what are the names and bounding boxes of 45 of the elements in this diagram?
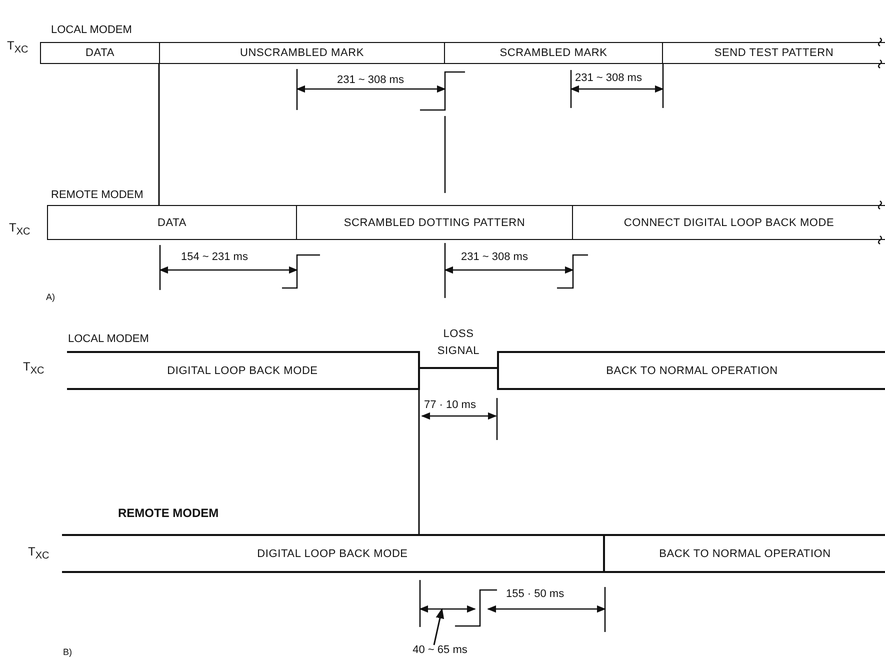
label: 77 · 10 ms [423, 399, 477, 411]
segment-label: DATA [86, 47, 114, 59]
timing-segment [573, 205, 885, 240]
segment-label: UNSCRAMBLED MARK [240, 47, 364, 59]
timing-segment [297, 205, 573, 240]
segment-label: DIGITAL LOOP BACK MODE [167, 364, 318, 376]
label: REMOTE MODEM [50, 189, 144, 201]
timing-segment [47, 205, 297, 240]
label: T$_{XC}$ [6, 38, 30, 56]
label: T$_{XC}$ [27, 544, 50, 562]
label: 231 ~ 308 ms [336, 74, 405, 86]
label: B) [62, 647, 73, 657]
timing-segment [420, 326, 497, 369]
label: REMOTE MODEM [117, 506, 220, 520]
label: LOCAL MODEM [50, 24, 133, 36]
timing-label: 40 ~ 65 ms [412, 644, 468, 656]
label: T$_{XC}$ [8, 220, 32, 238]
label: 231 ~ 308 ms [574, 72, 643, 84]
label: 154 ~ 231 ms [180, 251, 249, 263]
dimension-line [419, 605, 476, 613]
timing-segment [445, 42, 663, 64]
segment-label: BACK TO NORMAL OPERATION [606, 364, 778, 376]
segment-label: SCRAMBLED MARK [500, 47, 608, 59]
label: LOCAL MODEM [67, 333, 150, 345]
label: 155 · 50 ms [505, 588, 566, 600]
timing-segment [663, 42, 885, 64]
timing-link-line [418, 390, 420, 534]
timing-segment [160, 42, 445, 64]
label: T$_{XC}$ [22, 359, 46, 377]
label: 231 ~ 308 ms [460, 251, 529, 263]
timing-link-line [158, 64, 160, 205]
segment-label: DIGITAL LOOP BACK MODE [257, 548, 408, 560]
label: A) [45, 292, 56, 302]
timing-segment [40, 42, 160, 64]
segment-label: DATA [158, 216, 186, 228]
segment-label: BACK TO NORMAL OPERATION [659, 548, 831, 560]
segment-label: CONNECT DIGITAL LOOP BACK MODE [624, 216, 834, 228]
timing-segment [497, 351, 885, 390]
timing-segment [605, 534, 885, 573]
segment-label: SEND TEST PATTERN [714, 47, 834, 59]
segment-label: SCRAMBLED DOTTING PATTERN [344, 216, 526, 228]
segment-label: LOSS SIGNAL [436, 327, 480, 359]
leader-arrow [433, 608, 444, 646]
timing-segment [62, 534, 605, 573]
timing-segment [67, 351, 420, 390]
